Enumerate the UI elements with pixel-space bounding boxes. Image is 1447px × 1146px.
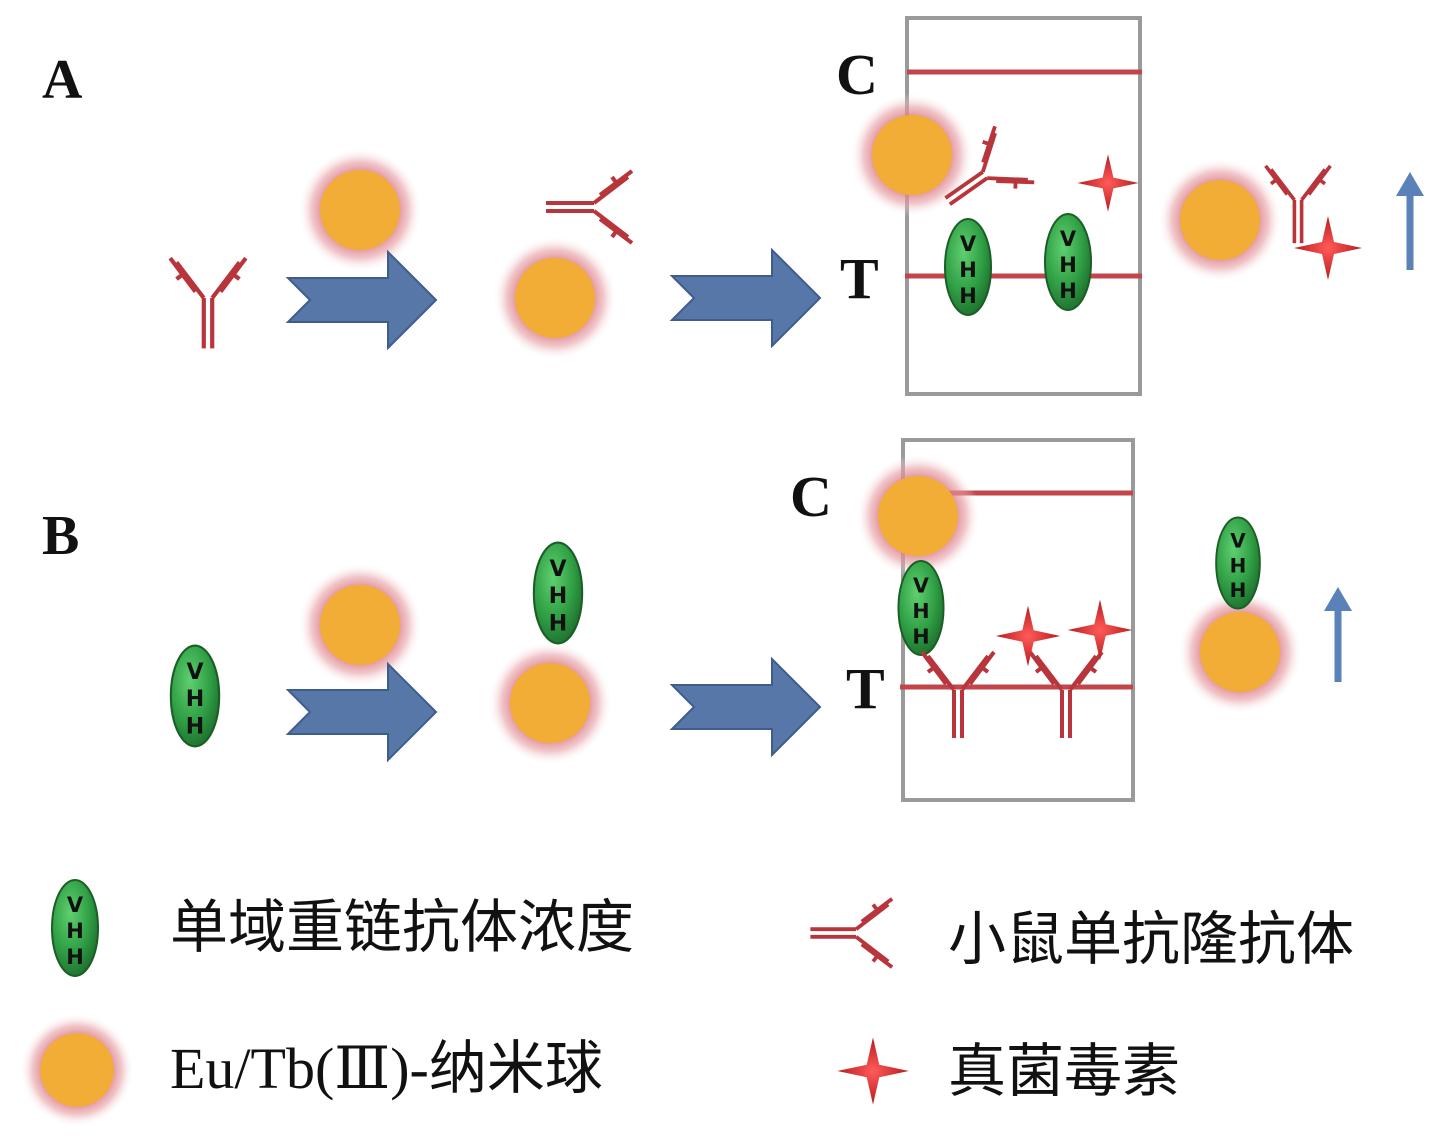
vhh-letter: V — [1060, 227, 1077, 251]
vhh-ellipse-icon: VHH — [51, 879, 99, 977]
vhh-letter: H — [959, 258, 977, 282]
legend-label-mycotoxin: 真菌毒素 — [948, 1037, 1181, 1105]
vhh-body — [1215, 516, 1261, 610]
nanosphere-icon — [1158, 158, 1282, 282]
mouse-antibody-icon — [808, 896, 894, 970]
vhh-letter: H — [912, 599, 929, 623]
vhh-body — [944, 218, 992, 316]
vhh-letter: H — [549, 584, 567, 609]
vhh-ellipse-icon: VHH — [532, 541, 584, 645]
legend-label-vhh: 单域重链抗体浓度 — [170, 893, 635, 961]
signal-up-arrow — [1324, 587, 1352, 682]
test-line-label: T — [846, 656, 885, 721]
vhh-letter: V — [67, 893, 84, 917]
test-strip-b: VHH — [856, 438, 1135, 802]
nanosphere-icon — [856, 454, 980, 578]
panel-label-b: B — [42, 505, 80, 567]
signal-up-arrow — [1396, 172, 1424, 270]
mycotoxin-star-icon — [837, 1037, 909, 1105]
vhh-body — [1044, 213, 1092, 311]
vhh-letter: H — [186, 687, 204, 712]
vhh-body — [532, 541, 584, 645]
control-line-label: C — [790, 464, 832, 529]
vhh-ellipse-icon: VHH — [1215, 516, 1261, 610]
vhh-body — [897, 559, 945, 657]
antibody-icon — [544, 169, 634, 245]
vhh-letter: H — [1230, 553, 1247, 577]
vhh-letter: V — [913, 573, 929, 597]
legend-label-mouse-antibody: 小鼠单抗隆抗体 — [948, 905, 1355, 973]
vhh-letter: H — [959, 284, 977, 308]
nanosphere-icon — [493, 236, 617, 360]
test-line-label: T — [840, 246, 879, 311]
control-line-label: C — [836, 42, 878, 107]
vhh-letter: H — [186, 715, 204, 740]
vhh-ellipse-icon: VHH — [1044, 213, 1092, 311]
vhh-letter: H — [66, 919, 84, 943]
vhh-letter: H — [66, 945, 84, 969]
antibody-icon — [170, 258, 246, 348]
panel-a: VHH VHH — [170, 16, 1424, 396]
nanosphere-icon — [19, 1012, 135, 1128]
legend: VHH — [19, 879, 909, 1128]
test-strip-a: VHH VHH — [850, 16, 1142, 396]
panel-b: VHH VHH VHH VHH — [169, 438, 1352, 802]
mycotoxin-star-icon — [1294, 216, 1362, 280]
vhh-letter: H — [1230, 578, 1247, 602]
vhh-ellipse-icon: VHH — [169, 644, 221, 748]
vhh-letter: H — [912, 624, 929, 648]
vhh-letter: V — [186, 660, 203, 685]
vhh-letter: H — [549, 612, 567, 637]
nanosphere-icon — [298, 563, 422, 687]
vhh-letter: H — [1059, 253, 1077, 277]
vhh-letter: V — [960, 232, 977, 256]
legend-label-nanosphere: Eu/Tb(Ⅲ)-纳米球 — [170, 1036, 603, 1101]
vhh-letter: V — [1230, 529, 1246, 553]
panel-label-a: A — [42, 49, 83, 111]
vhh-letter: H — [1059, 279, 1077, 303]
nanosphere-icon — [488, 641, 612, 765]
vhh-letter: V — [549, 557, 566, 582]
vhh-ellipse-icon: VHH — [897, 559, 945, 657]
nanosphere-icon — [298, 148, 422, 272]
vhh-ellipse-icon: VHH — [944, 218, 992, 316]
vhh-body — [51, 879, 99, 977]
flow-arrow — [671, 249, 821, 347]
flow-arrow — [671, 658, 821, 756]
vhh-body — [169, 644, 221, 748]
